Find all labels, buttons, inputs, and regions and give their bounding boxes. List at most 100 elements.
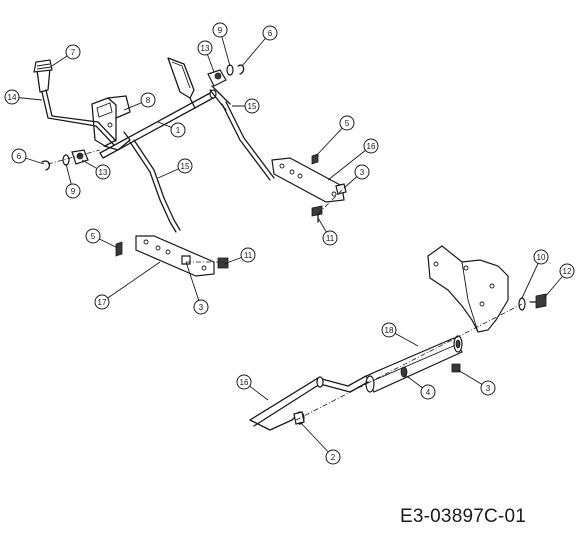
pedal-lever [33, 59, 117, 146]
washer-left [62, 154, 70, 166]
bolt-lower-right [529, 293, 547, 309]
callout-leader [521, 256, 542, 299]
callout-number: 16 [240, 378, 249, 387]
hub-left [71, 149, 89, 165]
callout-circle [480, 380, 496, 396]
callout-number: 10 [537, 253, 546, 262]
callout-number: 4 [426, 388, 431, 397]
callout-circle [325, 449, 341, 465]
callout-circle [559, 263, 575, 279]
callout-15: 15 [232, 98, 260, 114]
callout-13: 13 [197, 40, 215, 73]
callout-circle [65, 183, 81, 199]
callout-7: 7 [51, 44, 81, 67]
callout-16: 16 [236, 374, 269, 401]
callout-9: 9 [212, 22, 231, 67]
hub-upper [207, 69, 231, 111]
callout-number: 2 [331, 453, 336, 462]
callout-circle [170, 122, 186, 138]
pin-right [311, 153, 319, 165]
callout-number: 5 [345, 119, 350, 128]
callout-leader [327, 145, 372, 181]
callout-5: 5 [315, 115, 355, 157]
callout-circle [363, 138, 379, 154]
callout-circle [177, 158, 193, 174]
callout-number: 6 [17, 152, 22, 161]
bolt-left-a [115, 241, 123, 257]
callout-circle [94, 294, 110, 310]
callout-leader [299, 421, 334, 458]
mount-bracket-lower [427, 245, 509, 333]
callout-3: 3 [185, 261, 209, 315]
callout-circle [240, 247, 256, 263]
callout-circle [381, 322, 397, 338]
callout-2: 2 [299, 421, 341, 465]
callout-11: 11 [317, 217, 338, 246]
rod-lower [129, 139, 181, 233]
callout-10: 10 [521, 249, 549, 299]
callout-number: 16 [367, 142, 376, 151]
clip-upper [237, 64, 245, 75]
rod-upper [221, 101, 275, 181]
callout-number: 11 [326, 234, 335, 243]
callout-number: 5 [91, 232, 96, 241]
lift-plate-left [135, 235, 215, 277]
callout-number: 12 [563, 267, 572, 276]
callout-number: 15 [248, 102, 257, 111]
callout-15: 15 [157, 158, 193, 179]
callout-number: 8 [146, 96, 151, 105]
lift-plate-right [271, 157, 345, 203]
washer-upper [226, 64, 234, 76]
callout-number: 3 [360, 168, 365, 177]
callout-16: 16 [327, 138, 379, 181]
callout-number: 3 [199, 303, 204, 312]
callout-circle [339, 115, 355, 131]
callout-leader [185, 261, 202, 308]
callout-12: 12 [543, 263, 575, 299]
callout-number: 3 [486, 384, 491, 393]
lower-rod [249, 375, 369, 431]
callout-circle [140, 92, 156, 108]
mounting-bracket [91, 95, 131, 151]
nut-rod [293, 411, 305, 425]
callout-number: 7 [71, 48, 76, 57]
callout-circle [197, 40, 213, 56]
callout-number: 13 [201, 44, 210, 53]
callout-circle [322, 230, 338, 246]
bolt-left-b [217, 257, 229, 269]
callout-circle [212, 22, 228, 38]
lift-shaft [99, 89, 217, 159]
callout-5: 5 [85, 228, 119, 249]
upper-pedal-lever [167, 57, 196, 109]
callout-circle [236, 374, 252, 390]
callout-6: 6 [241, 25, 278, 67]
drawing-code: E3-03897C-01 [400, 506, 526, 527]
callout-8: 8 [123, 92, 156, 111]
callout-circle [65, 44, 81, 60]
callout-6: 6 [11, 148, 45, 165]
callout-number: 17 [98, 298, 107, 307]
callout-circle [244, 98, 260, 114]
callout-circle [533, 249, 549, 265]
callout-11: 11 [223, 247, 256, 265]
callout-circle [420, 384, 436, 400]
lift-tube [365, 335, 463, 393]
callout-13: 13 [81, 159, 111, 180]
callout-number: 11 [244, 251, 253, 260]
clip-left [41, 160, 51, 171]
callout-circle [193, 299, 209, 315]
callout-number: 18 [385, 326, 394, 335]
callout-3: 3 [457, 369, 496, 396]
callout-4: 4 [403, 373, 436, 400]
nut-right [335, 183, 347, 195]
callout-number: 6 [268, 29, 273, 38]
callout-circle [11, 148, 27, 164]
bushing-tube [400, 366, 408, 378]
callout-number: 14 [8, 93, 17, 102]
callout-number: 13 [99, 168, 108, 177]
callout-leader [101, 261, 161, 303]
callout-circle [85, 228, 101, 244]
callout-14: 14 [4, 89, 43, 105]
callout-circle [262, 25, 278, 41]
